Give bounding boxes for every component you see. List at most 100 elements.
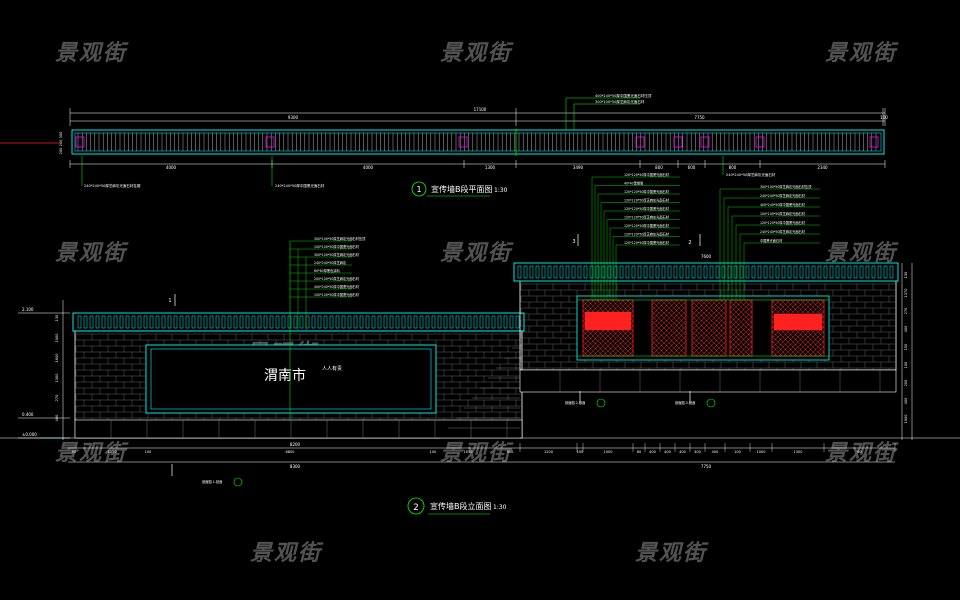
panel-hatch — [651, 350, 658, 357]
cap-block — [329, 315, 334, 329]
panel-hatch — [651, 299, 678, 326]
note-right-b: 240*240*50厚芝麻灰光面石材 — [760, 193, 806, 198]
cap-block — [143, 315, 148, 329]
panel-hatch — [729, 340, 746, 357]
cap-block — [77, 315, 82, 329]
cap-block — [353, 315, 358, 329]
panel-hatch — [700, 299, 727, 326]
note-right-a: 120*120*50厚中国黑光面石材 — [624, 189, 670, 194]
level-label: 0.400 — [22, 412, 34, 417]
dim-bottom: 4000 — [166, 165, 177, 170]
dim-right-v: 400 — [904, 326, 908, 333]
cap-block — [799, 265, 804, 279]
cap-block — [479, 315, 484, 329]
dim-right-v: 1000 — [904, 415, 908, 424]
panel-hatch — [710, 299, 727, 316]
dim-left: 300 — [59, 132, 63, 139]
note-right-b: 300*100*50厚芝麻灰光面石材压顶 — [760, 184, 812, 189]
cap-block — [83, 315, 88, 329]
panel-hatch — [691, 345, 703, 357]
cap-block — [443, 315, 448, 329]
cap-block — [853, 265, 858, 279]
cap-block — [161, 315, 166, 329]
cap-block — [541, 265, 546, 279]
cap-block — [173, 315, 178, 329]
watermark-text: 景观街 — [55, 241, 128, 266]
plan-number-circle — [411, 181, 427, 197]
watermark-text: 景观街 — [55, 41, 128, 66]
cap-block — [643, 265, 648, 279]
cap-block — [535, 265, 540, 279]
panel-hatch — [748, 299, 753, 304]
dim-bottom-right: 400 — [664, 450, 671, 454]
cap-block — [317, 315, 322, 329]
panel-hatch — [771, 299, 781, 309]
cap-block — [263, 315, 268, 329]
note-right-b: 中国黑光面石材 — [760, 238, 783, 243]
dim-bottom-right: 100 — [734, 450, 741, 454]
dim-bottom-right: 1200 — [544, 450, 553, 454]
panel-hatch — [691, 350, 698, 357]
watermark-text: 景观街 — [825, 41, 898, 66]
note-left: 100*100*50厚中国黑光面石材 — [314, 244, 360, 249]
note-left: 400*240*50厚中国黑光面石材 — [314, 284, 360, 289]
cap-block — [107, 315, 112, 329]
cap-block — [365, 315, 370, 329]
dim-right-v: 400 — [904, 398, 908, 405]
panel-hatch — [675, 345, 687, 357]
panel-hatch — [691, 299, 703, 311]
section-circle — [706, 398, 716, 408]
dim-span-right: 7600 — [701, 254, 712, 259]
cap-block — [221, 315, 226, 329]
cap-block — [239, 315, 244, 329]
panel-hatch — [691, 299, 713, 321]
cap-block — [503, 315, 508, 329]
dim-right-v: 150 — [904, 344, 908, 351]
cap-block — [509, 315, 514, 329]
section-circle — [233, 477, 243, 487]
pillar-mark — [755, 136, 765, 148]
cap-block — [787, 265, 792, 279]
callout-2: 2 — [688, 240, 691, 246]
cap-block — [529, 265, 534, 279]
cap-block — [823, 265, 828, 279]
panel-hatch — [720, 350, 727, 357]
section-circle — [596, 398, 606, 408]
note-right-b: 240*240*50厚芝麻灰光面石材 — [760, 229, 806, 234]
panel-hatch — [705, 299, 727, 321]
red-fill — [584, 311, 632, 331]
panel-hatch — [691, 340, 708, 357]
panel-hatch — [691, 330, 718, 357]
cap-block — [227, 315, 232, 329]
dim-left: 240 — [59, 140, 63, 147]
cap-block — [515, 315, 520, 329]
note-right-a: 120*120*50厚中国黑光面石材 — [624, 172, 670, 177]
note-left: 300*100*50厚芝麻灰光面石材压顶 — [314, 236, 366, 241]
panel-hatch — [691, 320, 727, 356]
panel-hatch — [691, 325, 723, 357]
dim-right-v: 200 — [904, 380, 908, 387]
panel-hatch — [670, 340, 687, 357]
panel-hatch — [705, 335, 727, 357]
sign-text-2: 人人有责 — [322, 365, 342, 372]
panel-hatch — [665, 335, 687, 357]
cap-block — [251, 315, 256, 329]
cap-block — [661, 265, 666, 279]
panel-hatch — [771, 299, 776, 304]
cap-block — [113, 315, 118, 329]
dim-bottom-right: 100 — [577, 450, 584, 454]
panel-hatch — [651, 299, 658, 306]
watermark-text: 景观街 — [635, 541, 708, 566]
cap-block — [673, 265, 678, 279]
dim-left-v: 1000 — [55, 334, 59, 343]
section-label: 剖面图-3-剖面 — [675, 400, 695, 405]
cap-block — [577, 265, 582, 279]
cap-block — [601, 265, 606, 279]
panel-hatch — [691, 299, 708, 316]
panel-hatch — [715, 299, 727, 311]
panel-hatch — [729, 299, 739, 309]
panel-hatch — [582, 299, 590, 307]
note-left: 240*240*50厚芝麻灰 — [314, 260, 346, 265]
pillar-mark — [75, 136, 85, 148]
cap-block — [407, 315, 412, 329]
